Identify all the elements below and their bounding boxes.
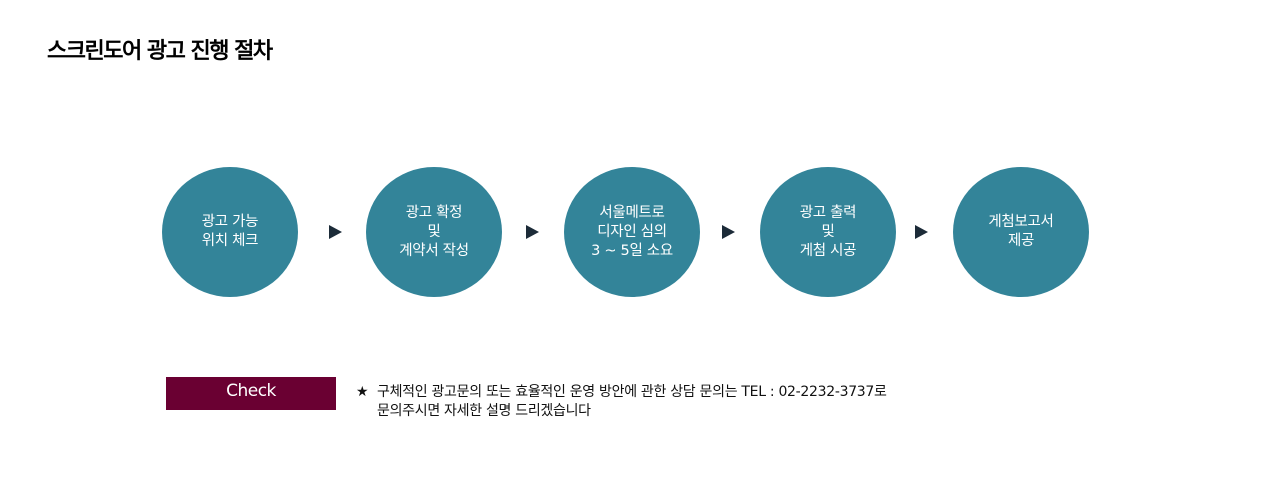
notice-line: 문의주시면 자세한 설명 드리겠습니다	[377, 403, 591, 419]
step-location-check: 광고 가능 위치 체크	[162, 167, 298, 297]
step-print-install: 광고 출력 및 게첨 시공	[760, 167, 896, 297]
step-label-line: 광고 가능	[201, 214, 259, 230]
step-label-line: 서울메트로	[599, 204, 665, 221]
check-badge: Check	[166, 377, 336, 410]
step-label-line: 및	[821, 223, 835, 240]
page-title: 스크린도어 광고 진행 절차	[47, 39, 273, 64]
triangle-right-icon	[722, 225, 735, 239]
step-label-line: 위치 체크	[201, 233, 259, 249]
step-label-line: 게첨보고서	[988, 214, 1054, 230]
step-label-line: 및	[427, 223, 441, 240]
step-design-review: 서울메트로 디자인 심의 3 ~ 5일 소요	[564, 167, 700, 297]
step-label-line: 제공	[1007, 233, 1035, 249]
triangle-right-icon	[915, 225, 928, 239]
triangle-right-icon	[329, 225, 342, 239]
step-report: 게첨보고서 제공	[953, 167, 1089, 297]
notice-text: 구체적인 광고문의 또는 효율적인 운영 방안에 관한 상담 문의는 TEL :…	[377, 383, 1036, 421]
contact-notice: ★ 구체적인 광고문의 또는 효율적인 운영 방안에 관한 상담 문의는 TEL…	[356, 383, 1036, 421]
star-icon: ★	[356, 384, 369, 400]
step-label-line: 계약서 작성	[399, 242, 469, 259]
step-label-line: 디자인 심의	[597, 223, 667, 240]
step-label-line: 광고 출력	[799, 204, 857, 221]
step-label-line: 게첨 시공	[799, 242, 857, 259]
step-contract: 광고 확정 및 계약서 작성	[366, 167, 502, 297]
step-label-line: 광고 확정	[405, 204, 463, 221]
triangle-right-icon	[526, 225, 539, 239]
step-label-line: 3 ~ 5일 소요	[591, 242, 673, 259]
notice-line: 구체적인 광고문의 또는 효율적인 운영 방안에 관한 상담 문의는 TEL :…	[377, 384, 887, 400]
